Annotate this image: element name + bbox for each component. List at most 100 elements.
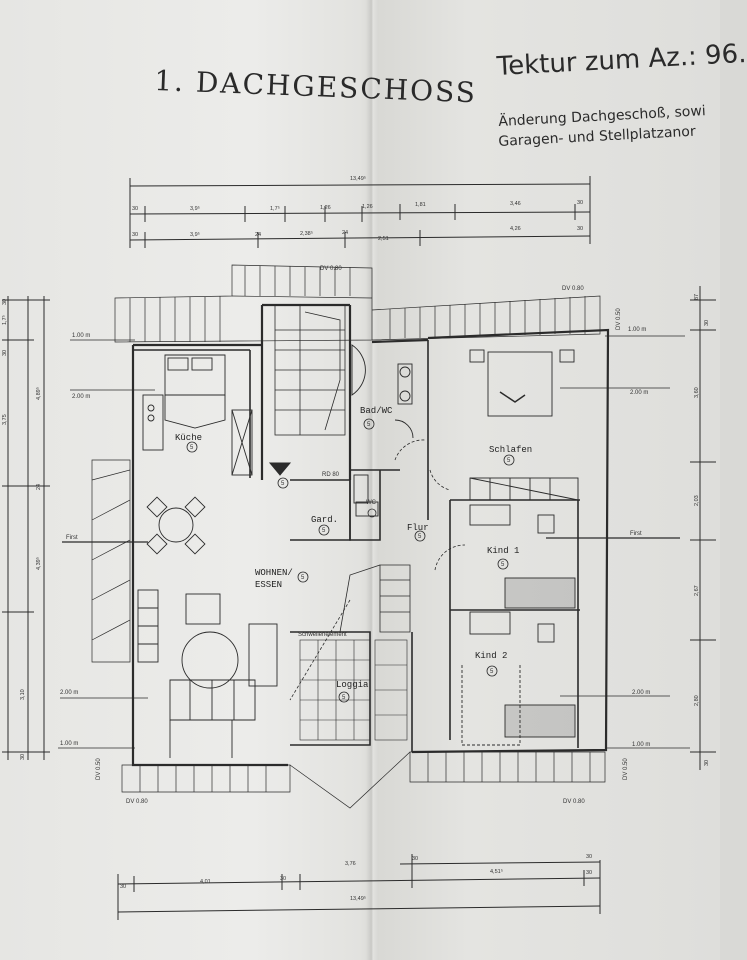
room-marker-circles bbox=[186, 418, 515, 703]
dim-top-2: 30 bbox=[132, 232, 138, 238]
dv-label-bottom-right: DV 0.80 bbox=[563, 799, 585, 805]
dv-label-top-right: DV 0.80 bbox=[562, 286, 584, 292]
floor-plan-drawing: Küche WOHNEN/ ESSEN Bad/WC WC Gard. Flur… bbox=[1, 175, 716, 920]
loggia-grid bbox=[299, 639, 408, 741]
height-label: 2.00 m bbox=[630, 390, 648, 396]
dim-top-1: 30 bbox=[577, 200, 583, 206]
height-label: 2.00 m bbox=[72, 394, 90, 400]
bedroom-furniture bbox=[469, 349, 579, 501]
staircase-top bbox=[274, 304, 346, 436]
dim-bottom: 30 bbox=[586, 870, 592, 876]
dv-label-bottom-left: DV 0.80 bbox=[126, 799, 148, 805]
dim-top-2: 2,51 bbox=[378, 236, 389, 242]
dim-left: 30 bbox=[2, 350, 8, 356]
dim-top-2: 24 bbox=[255, 232, 261, 238]
room-label-kind1: Kind 1 bbox=[487, 546, 519, 556]
dv-label-top-left: DV 0.80 bbox=[320, 266, 342, 272]
room-marker: 5 bbox=[418, 534, 422, 540]
left-dimension-chain bbox=[2, 296, 50, 760]
roof-overhang-top-right bbox=[371, 295, 601, 341]
room-label-essen: ESSEN bbox=[255, 580, 282, 590]
kitchen-counter bbox=[142, 354, 253, 476]
dim-left: 3,10 bbox=[20, 689, 26, 700]
dim-top-2: 30 bbox=[577, 226, 583, 232]
dim-bottom: 4,51⁵ bbox=[490, 868, 503, 875]
hallway-doors bbox=[289, 439, 466, 701]
dv050-label-right-bottom: DV 0.50 bbox=[623, 758, 629, 780]
dim-top-1: 1,26 bbox=[320, 205, 331, 211]
dim-right: 2,80 bbox=[694, 695, 700, 706]
top-dimension-chain bbox=[129, 176, 591, 248]
height-label: 2.00 m bbox=[632, 690, 650, 696]
room-label-kind2: Kind 2 bbox=[475, 651, 507, 661]
dim-top-1: 30 bbox=[132, 206, 138, 212]
room-marker: 5 bbox=[507, 458, 511, 464]
dim-top-2: 3,9⁵ bbox=[190, 231, 200, 238]
room-marker: 5 bbox=[367, 422, 371, 428]
dim-left: 30 bbox=[2, 299, 8, 305]
first-label-left: First bbox=[66, 535, 78, 541]
paper-sheet bbox=[0, 0, 720, 960]
room-marker: 5 bbox=[281, 481, 285, 487]
bathroom-fixtures bbox=[351, 344, 414, 517]
right-dimension-chain bbox=[690, 286, 716, 770]
dv050-label-right-top: DV 0.50 bbox=[616, 308, 622, 330]
room-label-bad: Bad/WC bbox=[360, 406, 393, 416]
room-label-loggia: Loggia bbox=[336, 680, 369, 690]
first-label-right: First bbox=[630, 531, 642, 537]
height-reference-lines bbox=[58, 335, 690, 749]
schwellen-label: Schwellenelement bbox=[298, 632, 347, 638]
height-label: 1.00 m bbox=[628, 327, 646, 333]
dim-right: 3,60 bbox=[694, 387, 700, 398]
dim-top-1: 1,81 bbox=[415, 202, 426, 208]
dim-right: 30 bbox=[704, 320, 710, 326]
room-label-flur: Flur bbox=[407, 523, 429, 533]
dim-right: 2,03 bbox=[694, 495, 700, 506]
dim-top-1: 3,9⁵ bbox=[190, 205, 200, 212]
dim-top-1: 1,7⁵ bbox=[270, 205, 280, 212]
dim-bottom: 30 bbox=[412, 856, 418, 862]
room-label-kueche: Küche bbox=[175, 433, 202, 443]
rd-label: RD 80 bbox=[322, 472, 340, 478]
room-marker: 5 bbox=[490, 669, 494, 675]
roof-overhang-left bbox=[91, 459, 131, 663]
room-label-gard: Gard. bbox=[311, 515, 338, 525]
dim-bottom: 30 bbox=[586, 854, 592, 860]
dim-left: 1,7⁵ bbox=[1, 315, 8, 325]
entry-arrow-icon bbox=[268, 462, 292, 476]
dim-left: 4,89⁵ bbox=[35, 387, 42, 400]
dim-left: 24 bbox=[36, 484, 42, 490]
room-marker: 5 bbox=[322, 528, 326, 534]
dim-bottom: 4,01 bbox=[200, 879, 211, 885]
room-label-schlafen: Schlafen bbox=[489, 445, 532, 455]
dim-top-1: 3,46 bbox=[510, 201, 521, 207]
dim-bottom: 30 bbox=[280, 876, 286, 882]
dim-left: 30 bbox=[20, 754, 26, 760]
staircase-loggia bbox=[339, 564, 411, 633]
room-label-wc: WC bbox=[366, 500, 377, 506]
dv050-label-left: DV 0.50 bbox=[96, 758, 102, 780]
dining-table bbox=[146, 496, 206, 555]
dim-top-total: 13,49⁵ bbox=[350, 175, 366, 182]
dim-left: 4,39⁵ bbox=[35, 557, 42, 570]
dim-top-1: 1,26 bbox=[362, 204, 373, 210]
dim-top-2: 24 bbox=[342, 230, 348, 236]
roof-overhang-top-left bbox=[114, 264, 373, 343]
room-marker: 5 bbox=[190, 445, 194, 451]
dim-right: 30 bbox=[704, 760, 710, 766]
height-label: 1.00 m bbox=[632, 742, 650, 748]
dim-top-2: 2,38⁵ bbox=[300, 230, 313, 237]
kids-room-furniture bbox=[461, 504, 576, 746]
height-label: 1.00 m bbox=[60, 741, 78, 747]
room-marker: 5 bbox=[301, 575, 305, 581]
roof-overhang-bottom bbox=[121, 751, 606, 809]
room-marker: 5 bbox=[501, 562, 505, 568]
room-label-wohnen: WOHNEN/ bbox=[255, 568, 293, 578]
dim-left: 3,75 bbox=[2, 414, 8, 425]
dim-right: 2,67 bbox=[694, 585, 700, 596]
dim-bottom: 3,76 bbox=[345, 861, 356, 867]
living-furniture bbox=[137, 589, 278, 758]
interior-walls bbox=[133, 340, 580, 752]
height-label: 2.00 m bbox=[60, 690, 78, 696]
dim-bottom: 30 bbox=[120, 884, 126, 890]
